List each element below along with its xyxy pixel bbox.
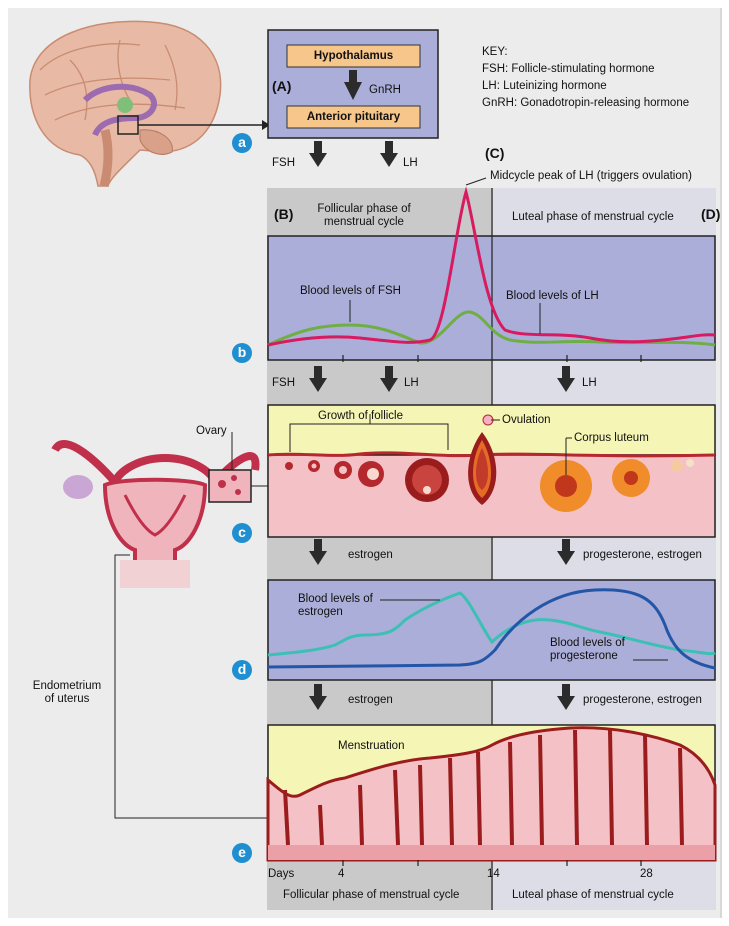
lh-right-label: LH — [582, 377, 597, 390]
luteal-phase-bottom: Luteal phase of menstrual cycle — [512, 889, 674, 902]
fsh-arrow-mid — [309, 366, 327, 392]
label-c: (C) — [485, 147, 504, 160]
fsh-arrow-top — [309, 141, 327, 167]
label-d: (D) — [701, 208, 720, 221]
days-label: Days — [268, 868, 294, 881]
follicular-phase-top: Follicular phase of menstrual cycle — [308, 203, 420, 229]
lh-arrow-right — [557, 366, 575, 392]
fsh-blood-level-label: Blood levels of FSH — [300, 285, 401, 298]
label-b: (B) — [274, 208, 293, 221]
gnrh-label: GnRH — [369, 84, 401, 97]
label-a: (A) — [272, 80, 291, 93]
lh-arrow-top — [380, 141, 398, 167]
badge-b: b — [232, 343, 252, 363]
lh-mid-label: LH — [404, 377, 419, 390]
day-tick-28: 28 — [640, 868, 653, 881]
prog-estrogen-label-2: progesterone, estrogen — [583, 694, 702, 707]
key-lh: LH: Luteinizing hormone — [482, 80, 607, 93]
estrogen-arrow-1 — [309, 539, 327, 565]
menstruation-label: Menstruation — [338, 740, 404, 753]
progesterone-blood-level-label: Blood levels of progesterone — [550, 637, 635, 663]
day-tick-4: 4 — [338, 868, 344, 881]
luteal-phase-top: Luteal phase of menstrual cycle — [512, 211, 674, 224]
estrogen-label-1: estrogen — [348, 549, 393, 562]
lh-blood-level-label: Blood levels of LH — [506, 290, 599, 303]
anterior-pituitary-label: Anterior pituitary — [287, 111, 420, 124]
prog-estrogen-arrow-1 — [557, 539, 575, 565]
midcycle-peak-label: Midcycle peak of LH (triggers ovulation) — [490, 170, 692, 183]
key-title: KEY: — [482, 46, 508, 59]
badge-d: d — [232, 660, 252, 680]
day-tick-14: 14 — [487, 868, 500, 881]
uterus-illustration — [55, 432, 268, 818]
follicular-phase-bottom: Follicular phase of menstrual cycle — [283, 889, 459, 902]
prog-estrogen-label-1: progesterone, estrogen — [583, 549, 702, 562]
estrogen-arrow-2 — [309, 684, 327, 710]
ovary-label: Ovary — [196, 425, 227, 438]
fsh-mid-label: FSH — [272, 377, 295, 390]
badge-e: e — [232, 843, 252, 863]
hypothalamus-label: Hypothalamus — [287, 50, 420, 63]
corpus-luteum-label: Corpus luteum — [574, 432, 649, 445]
estrogen-label-2: estrogen — [348, 694, 393, 707]
growth-of-follicle-label: Growth of follicle — [318, 410, 403, 423]
lh-arrow-mid — [380, 366, 398, 392]
estrogen-blood-level-label: Blood levels of estrogen — [298, 593, 378, 619]
key-gnrh: GnRH: Gonadotropin-releasing hormone — [482, 97, 689, 110]
brain-illustration — [30, 21, 270, 186]
prog-estrogen-arrow-2 — [557, 684, 575, 710]
badge-a: a — [232, 133, 252, 153]
endometrium-label: Endometrium of uterus — [27, 680, 107, 706]
badge-c: c — [232, 523, 252, 543]
fsh-top-label: FSH — [272, 157, 295, 170]
key-fsh: FSH: Follicle-stimulating hormone — [482, 63, 655, 76]
lh-top-label: LH — [403, 157, 418, 170]
ovulation-label: Ovulation — [502, 414, 551, 427]
